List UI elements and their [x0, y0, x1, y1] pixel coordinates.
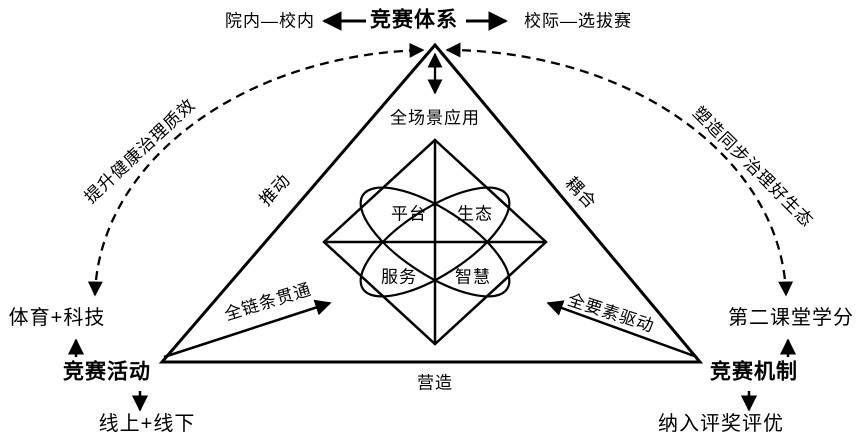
service-label: 服务 [381, 267, 417, 287]
wisdom-label: 智慧 [455, 267, 491, 287]
full-scene-label: 全场景应用 [390, 108, 480, 128]
platform-label: 平台 [391, 204, 427, 224]
interschool-label: 校际—选拔赛 [524, 11, 632, 31]
factor-arrow [546, 300, 698, 359]
left-dashed-curve [87, 42, 425, 297]
competition-mechanism-node: 竞赛机制 [710, 360, 798, 384]
award-evaluation-label: 纳入评奖评优 [658, 413, 784, 435]
sports-tech-label: 体育+科技 [8, 307, 106, 329]
ecology-label: 生态 [457, 204, 493, 224]
second-classroom-label: 第二课堂学分 [728, 307, 854, 329]
chain-arrow [163, 299, 332, 359]
competition-activity-node: 竞赛活动 [63, 360, 151, 384]
right-dashed-curve [445, 42, 794, 297]
intramural-label: 院内—校内 [225, 11, 315, 31]
competition-system-title: 竞赛体系 [370, 8, 458, 32]
online-offline-label: 线上+线下 [98, 413, 196, 435]
build-edge-label: 营造 [417, 373, 453, 393]
